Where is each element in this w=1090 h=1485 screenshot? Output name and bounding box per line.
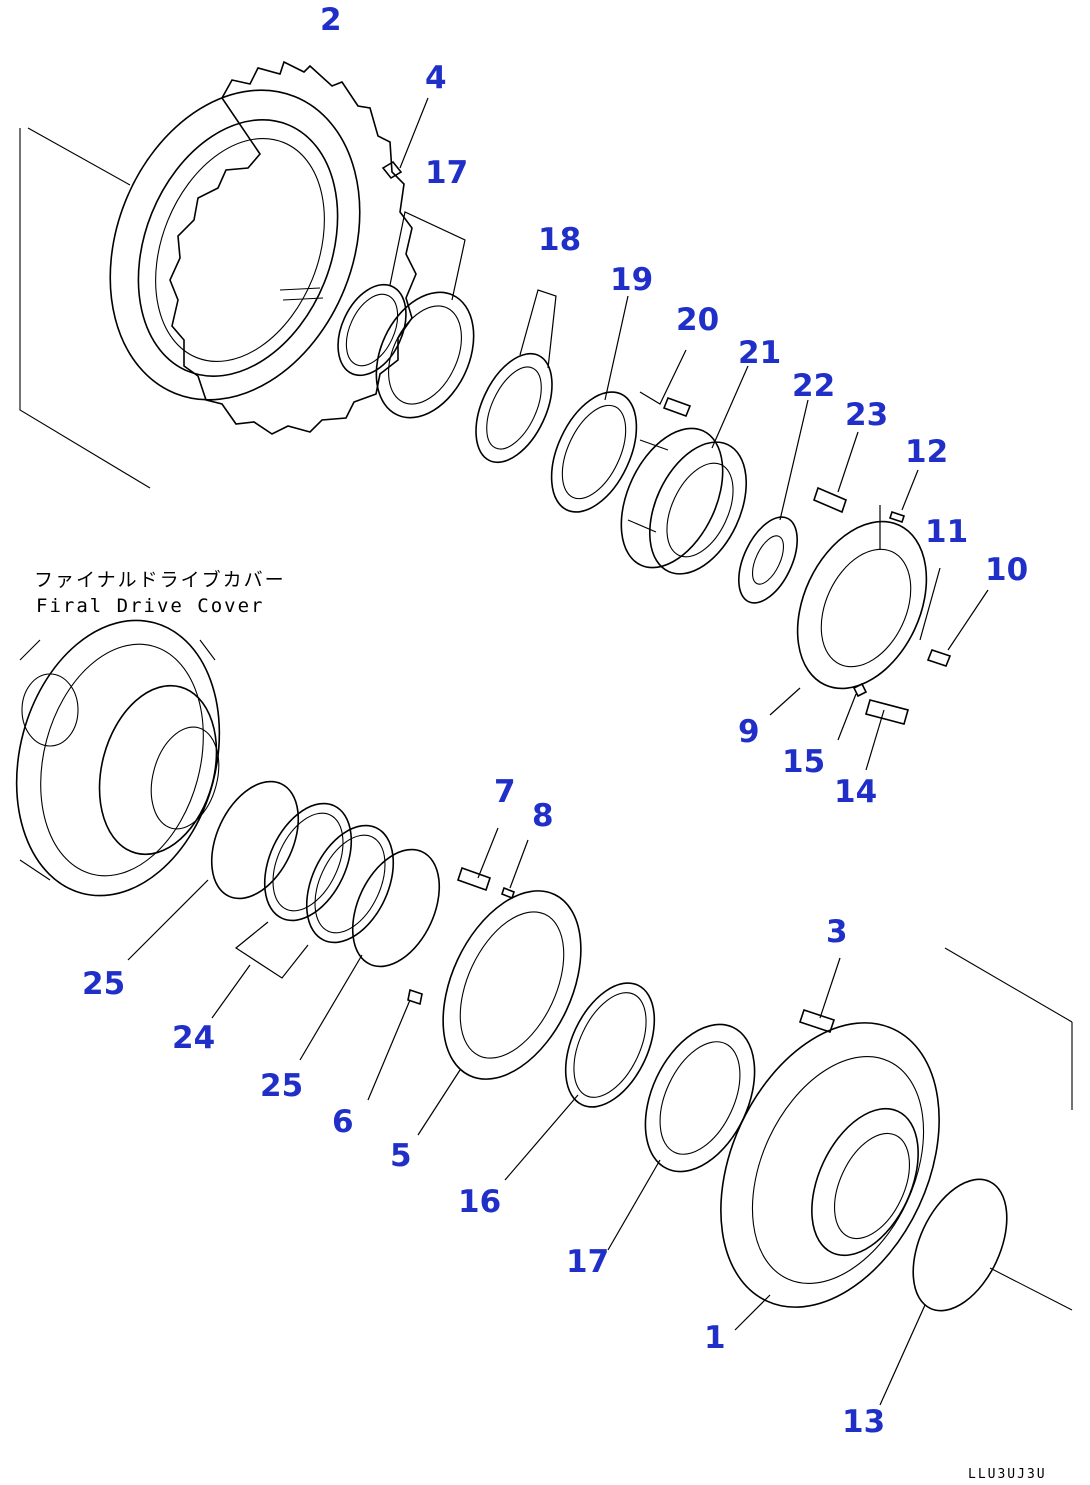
o-ring-part-13 (879, 1178, 1008, 1406)
bolt-part-3 (798, 957, 841, 1034)
fasteners-7-8-6 (367, 827, 529, 1101)
callout-17-upper: 17 (425, 155, 468, 191)
callout-2: 2 (320, 2, 342, 38)
callout-17-lower: 17 (566, 1244, 609, 1280)
final-drive-cover-label: ファイナルドライブカバー Firal Drive Cover (34, 568, 286, 617)
cover-plate-part-9 (769, 505, 928, 716)
callout-23: 23 (845, 397, 888, 433)
callout-25-lower: 25 (260, 1068, 303, 1104)
hub-housing-part-1 (720, 1022, 940, 1331)
cover-label-english: Firal Drive Cover (36, 595, 264, 617)
callout-25-upper: 25 (82, 966, 125, 1002)
callout-20: 20 (676, 302, 719, 338)
callout-10: 10 (985, 552, 1028, 588)
seal-pair-part-24 (211, 802, 395, 1019)
callout-24: 24 (172, 1020, 215, 1056)
callout-14: 14 (834, 774, 877, 810)
cover-label-japanese: ファイナルドライブカバー (34, 568, 286, 591)
o-ring-part-25-upper (127, 780, 300, 961)
callout-22: 22 (792, 368, 835, 404)
hub-drum-part-21 (620, 365, 749, 575)
drawing-code: LLU3UJ3U (968, 1467, 1047, 1482)
bolt-part-4 (381, 97, 429, 180)
callout-9: 9 (738, 714, 760, 750)
bolt-part-23 (813, 431, 859, 514)
callout-21: 21 (738, 335, 781, 371)
callout-4: 4 (425, 60, 447, 96)
callout-18: 18 (538, 222, 581, 258)
callout-3: 3 (826, 914, 848, 950)
callout-1: 1 (704, 1320, 726, 1356)
fasteners-15-14 (837, 682, 909, 771)
callout-15: 15 (782, 744, 825, 780)
section-frame-lines (19, 127, 1073, 1311)
callout-19: 19 (610, 262, 653, 298)
bearing-upper-part (337, 211, 475, 419)
callout-8: 8 (532, 798, 554, 834)
callout-12: 12 (905, 434, 948, 470)
callout-5: 5 (390, 1138, 412, 1174)
callout-7: 7 (494, 774, 516, 810)
ring-part-16 (504, 982, 656, 1181)
callout-16: 16 (458, 1184, 501, 1220)
final-drive-cover-assembly (15, 619, 221, 897)
callout-11: 11 (925, 514, 968, 550)
bearing-lower-part (607, 1023, 756, 1251)
fasteners-12-11-10 (888, 469, 989, 667)
flat-ring-part-19 (550, 295, 638, 513)
sprocket-ring-part (109, 60, 417, 435)
callout-13: 13 (842, 1404, 885, 1440)
thrust-ring-part-18 (475, 289, 557, 464)
washer-part-22 (738, 399, 809, 604)
callout-6: 6 (332, 1104, 354, 1140)
callout-numbers: 2 4 17 18 19 20 21 22 23 12 11 10 9 15 1… (82, 2, 1028, 1440)
o-ring-part-25-lower (299, 848, 441, 1061)
retainer-ring-part-5 (417, 890, 582, 1136)
bolt-part-20 (639, 349, 692, 418)
